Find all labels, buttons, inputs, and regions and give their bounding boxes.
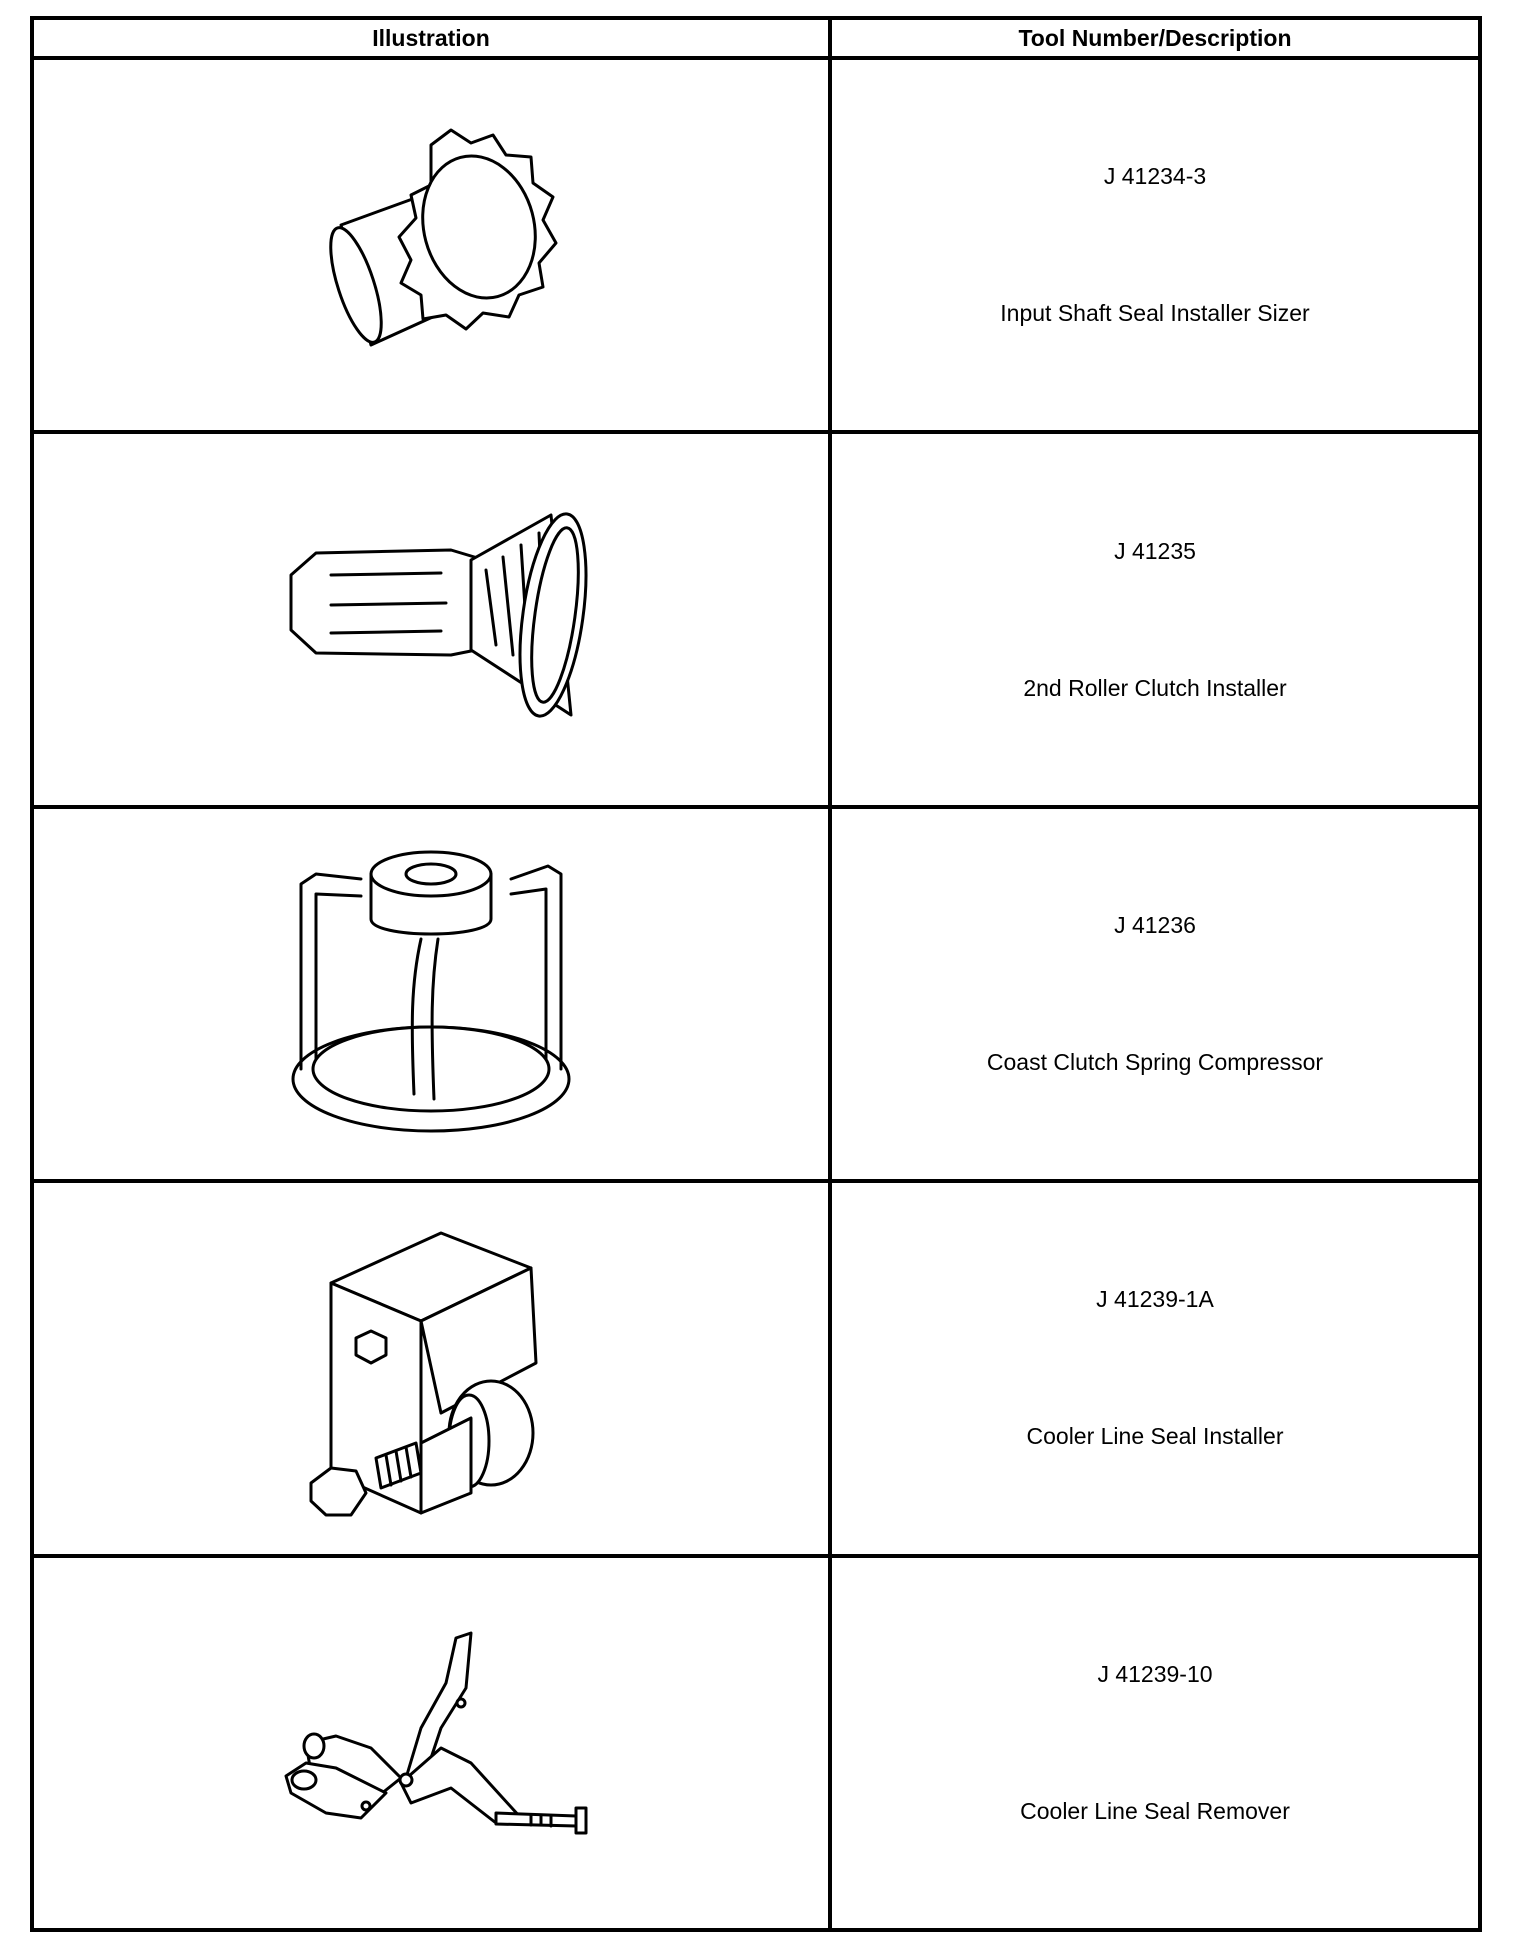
tool-number: J 41239-10	[1097, 1660, 1213, 1687]
tool-description-cell: J 41239-10 Cooler Line Seal Remover	[828, 1553, 1482, 1933]
tool-number: J 41236	[1114, 911, 1196, 938]
table-row: J 41234-3 Input Shaft Seal Installer Siz…	[30, 55, 1482, 435]
tool-description: Coast Clutch Spring Compressor	[986, 1048, 1324, 1075]
table-row: J 41236 Coast Clutch Spring Compressor	[30, 804, 1482, 1184]
table-row: J 41239-10 Cooler Line Seal Remover	[30, 1553, 1482, 1933]
tool-description: Input Shaft Seal Installer Sizer	[1000, 300, 1310, 327]
illustration-cell	[30, 55, 832, 435]
cooler-line-seal-installer-icon	[309, 1231, 538, 1517]
tool-description: Cooler Line Seal Installer	[1026, 1423, 1284, 1450]
seal-installer-sizer-icon	[329, 128, 558, 347]
cooler-line-seal-remover-icon	[284, 1631, 588, 1835]
header-illustration: Illustration	[30, 16, 832, 60]
tool-description-cell: J 41236 Coast Clutch Spring Compressor	[828, 804, 1482, 1184]
table-row: J 41235 2nd Roller Clutch Installer	[30, 430, 1482, 809]
table-row: J 41239-1A Cooler Line Seal Installer	[30, 1179, 1482, 1558]
tool-description: Cooler Line Seal Remover	[1020, 1797, 1290, 1824]
illustration-cell	[30, 1553, 832, 1933]
header-tool-number-description: Tool Number/Description	[828, 16, 1482, 60]
tool-description: 2nd Roller Clutch Installer	[1023, 674, 1287, 701]
tool-description-cell: J 41235 2nd Roller Clutch Installer	[828, 430, 1482, 809]
tool-description-cell: J 41239-1A Cooler Line Seal Installer	[828, 1179, 1482, 1558]
roller-clutch-installer-icon	[289, 511, 588, 718]
tool-number: J 41235	[1114, 537, 1196, 564]
tool-description-cell: J 41234-3 Input Shaft Seal Installer Siz…	[828, 55, 1482, 435]
tool-number: J 41239-1A	[1096, 1286, 1214, 1313]
table-header-row: Illustration Tool Number/Description	[30, 16, 1482, 60]
illustration-cell	[30, 430, 832, 809]
illustration-cell	[30, 804, 832, 1184]
illustration-cell	[30, 1179, 832, 1558]
tool-number: J 41234-3	[1103, 163, 1207, 190]
spring-compressor-icon	[291, 850, 571, 1133]
tool-table: Illustration Tool Number/Description J 4…	[30, 16, 1482, 1933]
